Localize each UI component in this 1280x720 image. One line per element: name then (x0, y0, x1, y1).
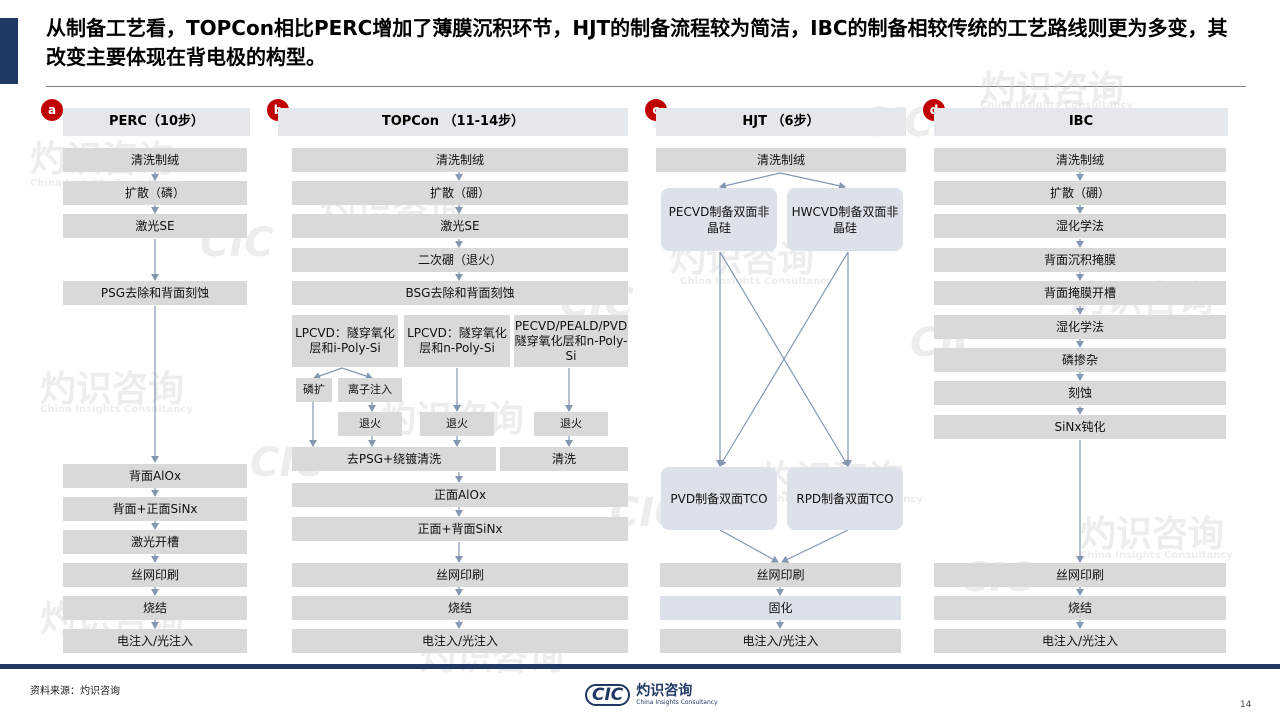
perc-step: 背面+正面SiNx (63, 497, 247, 521)
topcon-step: 正面AlOx (292, 483, 628, 507)
topcon-anneal: 退火 (338, 412, 402, 436)
topcon-anneal: 退火 (420, 412, 494, 436)
page-title: 从制备工艺看，TOPCon相比PERC增加了薄膜沉积环节，HJT的制备流程较为简… (46, 16, 1228, 69)
topcon-substep: 磷扩 (296, 378, 332, 402)
perc-step: 丝网印刷 (63, 563, 247, 587)
topcon-step: 电注入/光注入 (292, 629, 628, 653)
logo-name-en: China Insights Consultancy (636, 698, 718, 706)
perc-step: 激光开槽 (63, 530, 247, 554)
ibc-step: 电注入/光注入 (934, 629, 1226, 653)
source-note: 资料来源：灼识咨询 (30, 686, 120, 697)
ibc-step: 清洗制绒 (934, 148, 1226, 172)
ibc-step: 磷掺杂 (934, 348, 1226, 372)
ibc-step: 湿化学法 (934, 214, 1226, 238)
topcon-step: 二次硼（退火） (292, 248, 628, 272)
topcon-substep: 离子注入 (338, 378, 402, 402)
company-logo: CIC 灼识咨询 China Insights Consultancy (585, 682, 718, 708)
ibc-step: 刻蚀 (934, 381, 1226, 405)
topcon-merge: 去PSG+绕镀清洗 (292, 447, 496, 471)
ibc-step: 湿化学法 (934, 315, 1226, 339)
hjt-deposit-box: PECVD制备双面非晶硅 (661, 188, 777, 251)
perc-step: 电注入/光注入 (63, 629, 247, 653)
perc-step: 扩散（磷） (63, 181, 247, 205)
topcon-merge: 清洗 (500, 447, 628, 471)
hjt-tco-box: RPD制备双面TCO (787, 467, 903, 530)
hjt-step: 固化 (660, 596, 901, 620)
topcon-anneal: 退火 (534, 412, 608, 436)
hjt-tco-box: PVD制备双面TCO (661, 467, 777, 530)
perc-step: 背面AlOx (63, 464, 247, 488)
perc-step: 清洗制绒 (63, 148, 247, 172)
footer-bar (0, 664, 1280, 669)
topcon-step: 烧结 (292, 596, 628, 620)
ibc-header: IBC (934, 108, 1228, 136)
ibc-step: 丝网印刷 (934, 563, 1226, 587)
ibc-step: SiNx钝化 (934, 415, 1226, 439)
hjt-header: HJT （6步） (656, 108, 906, 136)
perc-step: 烧结 (63, 596, 247, 620)
page-number: 14 (1240, 700, 1252, 710)
topcon-branch: PECVD/PEALD/PVD隧穿氧化层和n-Poly-Si (514, 315, 628, 367)
topcon-step: 正面+背面SiNx (292, 517, 628, 541)
topcon-branch: LPCVD：隧穿氧化层和i-Poly-Si (292, 315, 398, 367)
hjt-deposit-box: HWCVD制备双面非晶硅 (787, 188, 903, 251)
ibc-step: 扩散（硼） (934, 181, 1226, 205)
hjt-step: 丝网印刷 (660, 563, 901, 587)
topcon-header: TOPCon （11-14步） (278, 108, 628, 136)
topcon-step: 清洗制绒 (292, 148, 628, 172)
hjt-step: 电注入/光注入 (660, 629, 901, 653)
topcon-step: BSG去除和背面刻蚀 (292, 281, 628, 305)
perc-header: PERC（10步） (63, 108, 250, 136)
perc-step: PSG去除和背面刻蚀 (63, 281, 247, 305)
topcon-step: 丝网印刷 (292, 563, 628, 587)
topcon-step: 激光SE (292, 214, 628, 238)
title-divider (46, 86, 1246, 87)
ibc-step: 烧结 (934, 596, 1226, 620)
perc-step: 激光SE (63, 214, 247, 238)
hjt-step: 清洗制绒 (656, 148, 906, 172)
logo-name-cn: 灼识咨询 (636, 682, 693, 699)
logo-mark: CIC (585, 684, 631, 706)
topcon-branch: LPCVD：隧穿氧化层和n-Poly-Si (404, 315, 510, 367)
badge-perc: a (41, 99, 63, 121)
title-accent-bar (0, 18, 18, 84)
ibc-step: 背面沉积掩膜 (934, 248, 1226, 272)
topcon-step: 扩散（硼） (292, 181, 628, 205)
ibc-step: 背面掩膜开槽 (934, 281, 1226, 305)
